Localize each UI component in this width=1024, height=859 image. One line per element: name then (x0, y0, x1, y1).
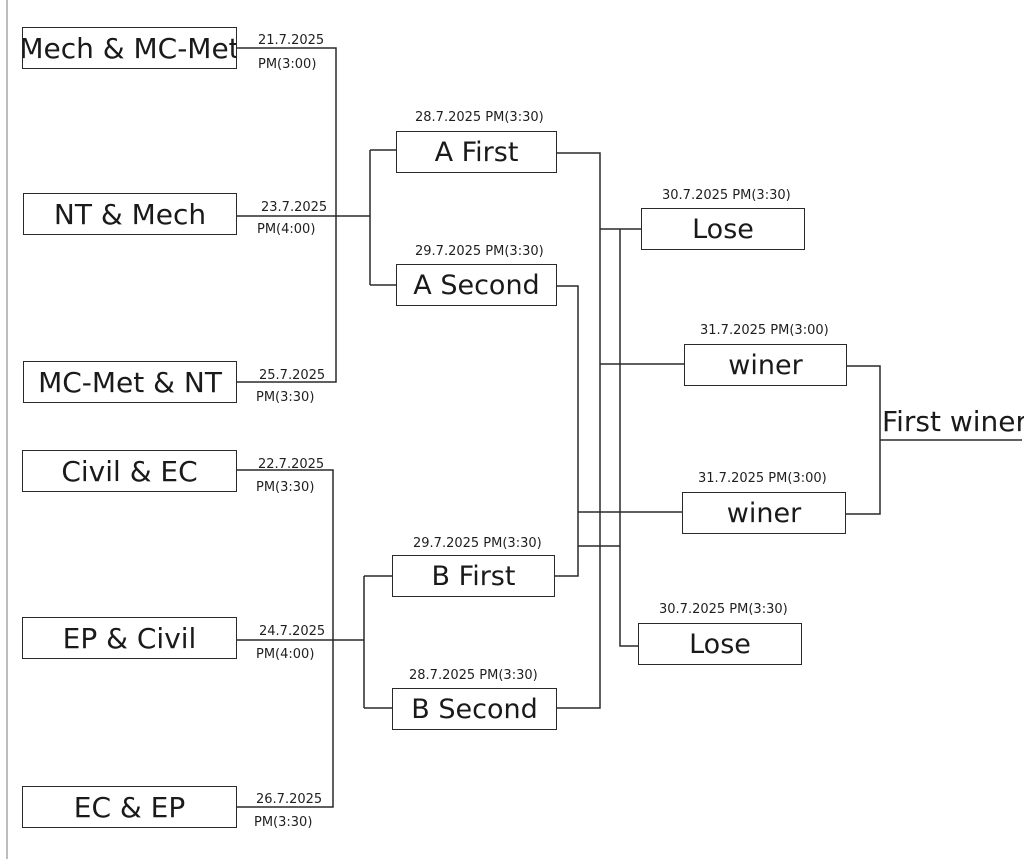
match-box-winer-bottom: winer (682, 492, 846, 534)
match-schedule: 29.7.2025 PM(3:30) (415, 244, 544, 259)
match-box-mech-mcmet: Mech & MC-Met (22, 27, 237, 69)
final-winner-label: First winer (882, 405, 1024, 438)
match-date: 26.7.2025 (256, 792, 323, 807)
match-box-ep-civil: EP & Civil (22, 617, 237, 659)
match-box-civil-ec: Civil & EC (22, 450, 237, 492)
connector-groupA-to-r2 (369, 149, 396, 286)
match-box-lose-bottom: Lose (638, 623, 802, 665)
match-box-b-first: B First (392, 555, 555, 597)
match-box-b-second: B Second (392, 688, 557, 730)
match-box-lose-top: Lose (641, 208, 805, 250)
match-date: 21.7.2025 (258, 33, 325, 48)
match-time: PM(3:30) (256, 480, 315, 495)
connector-a-second (555, 285, 579, 577)
connector-final (846, 365, 881, 515)
match-schedule: 29.7.2025 PM(3:30) (413, 536, 542, 551)
connector-r1-1 (237, 47, 337, 383)
match-box-winer-top: winer (684, 344, 847, 386)
match-schedule: 31.7.2025 PM(3:00) (698, 471, 827, 486)
match-box-mcmet-nt: MC-Met & NT (23, 361, 237, 403)
match-schedule: 28.7.2025 PM(3:30) (415, 110, 544, 125)
match-date: 24.7.2025 (259, 624, 326, 639)
page-edge-line (6, 0, 8, 859)
match-box-a-second: A Second (396, 264, 557, 306)
match-box-nt-mech: NT & Mech (23, 193, 237, 235)
match-schedule: 31.7.2025 PM(3:00) (700, 323, 829, 338)
connector-r1-3 (237, 469, 334, 808)
match-time: PM(3:30) (254, 815, 313, 830)
match-date: 23.7.2025 (261, 200, 328, 215)
match-date: 22.7.2025 (258, 457, 325, 472)
match-time: PM(3:30) (256, 390, 315, 405)
match-box-a-first: A First (396, 131, 557, 173)
connector-lose-vertical (619, 229, 638, 647)
match-box-ec-ep: EC & EP (22, 786, 237, 828)
connector-a-first (557, 152, 601, 709)
match-time: PM(3:00) (258, 57, 317, 72)
match-schedule: 28.7.2025 PM(3:30) (409, 668, 538, 683)
match-schedule: 30.7.2025 PM(3:30) (659, 602, 788, 617)
match-time: PM(4:00) (256, 647, 315, 662)
match-schedule: 30.7.2025 PM(3:30) (662, 188, 791, 203)
connector-groupB-to-r2 (363, 575, 392, 709)
match-time: PM(4:00) (257, 222, 316, 237)
match-date: 25.7.2025 (259, 368, 326, 383)
